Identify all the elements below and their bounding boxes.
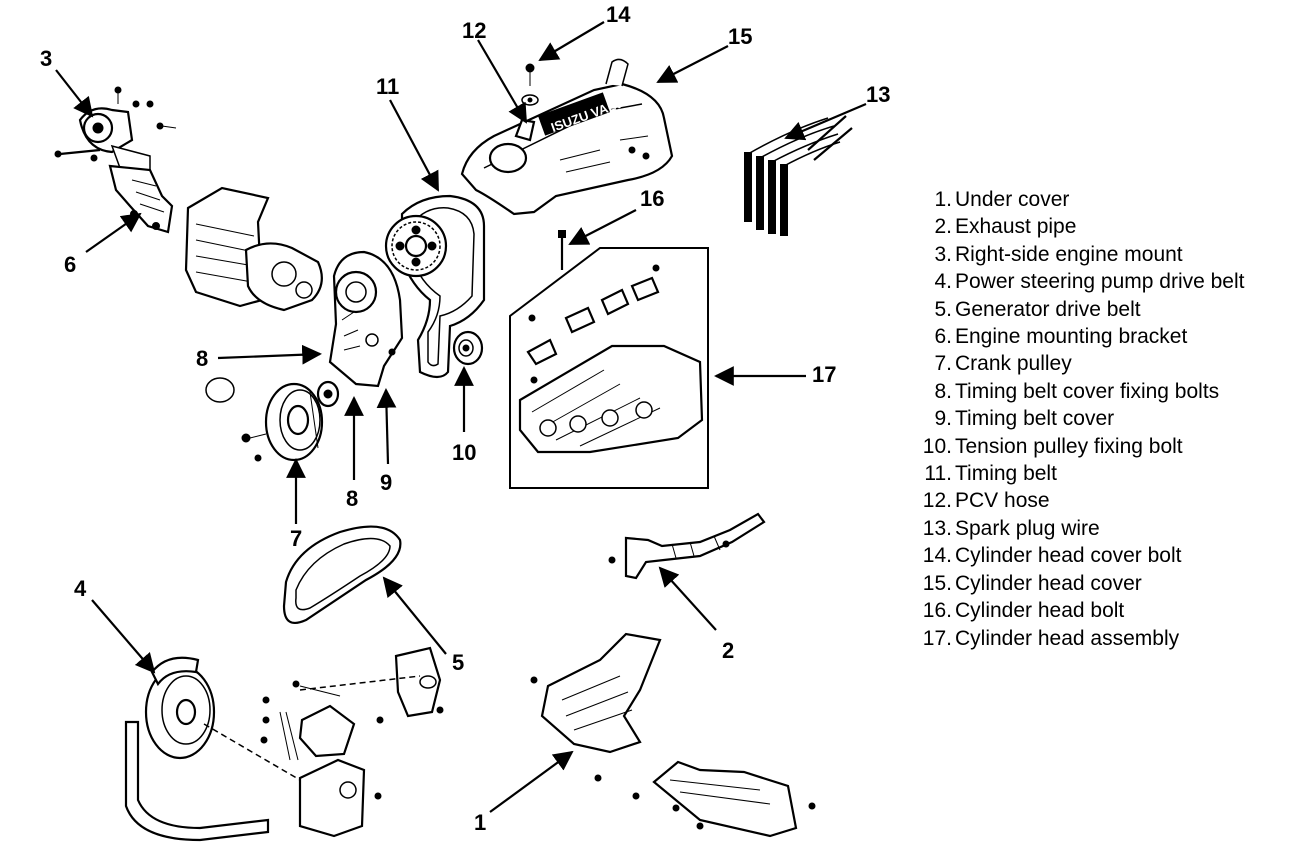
timing-belt-cover — [328, 250, 404, 388]
legend-number: 7. — [934, 352, 952, 376]
callout-8-bottom: 8 — [346, 486, 358, 511]
legend-number: 16. — [922, 599, 952, 623]
cylinder-head-bolt — [558, 230, 566, 270]
legend-number: 9. — [934, 407, 952, 431]
legend-item: 10.Tension pulley fixing bolt — [912, 433, 1292, 460]
legend-item: 17.Cylinder head assembly — [912, 625, 1292, 652]
tension-pulley — [452, 330, 484, 366]
under-cover — [530, 632, 816, 838]
cylinder-head-cover-bolt — [521, 63, 539, 106]
engine-block — [184, 186, 323, 312]
crank-pulley — [205, 377, 340, 462]
callout-1: 1 — [474, 810, 486, 835]
legend-text: Exhaust pipe — [955, 215, 1077, 239]
legend-item: 2.Exhaust pipe — [912, 213, 1292, 240]
legend-number: 8. — [934, 379, 952, 403]
legend-text: Under cover — [955, 188, 1070, 211]
legend-text: Cylinder head assembly — [955, 626, 1180, 650]
engine-mounting-bracket — [108, 164, 174, 234]
legend-number: 17. — [922, 626, 952, 650]
legend-text: Timing belt — [955, 462, 1057, 486]
pcv-hose — [514, 118, 536, 142]
legend-item: 12.PCV hose — [912, 487, 1292, 514]
legend-text: Crank pulley — [955, 352, 1072, 376]
legend-text: Right-side engine mount — [955, 242, 1183, 266]
legend-text: Tension pulley fixing bolt — [955, 434, 1183, 458]
legend-text: Power steering pump drive belt — [955, 270, 1245, 294]
callout-4: 4 — [74, 576, 87, 601]
legend-text: Generator drive belt — [955, 297, 1141, 321]
legend-text: Cylinder head bolt — [955, 599, 1125, 623]
exhaust-pipe — [608, 512, 766, 580]
cylinder-head-assembly — [509, 247, 709, 489]
legend-item: 8.Timing belt cover fixing bolts — [912, 378, 1292, 405]
power-steering-pump — [124, 646, 444, 842]
callout-10: 10 — [452, 440, 476, 465]
legend-number: 10. — [922, 434, 952, 458]
legend-number: 13. — [922, 516, 952, 540]
legend-number: 6. — [934, 325, 952, 349]
legend-item: 11.Timing belt — [912, 460, 1292, 487]
callout-6: 6 — [64, 252, 76, 277]
legend-text: PCV hose — [955, 489, 1050, 513]
legend-text: Engine mounting bracket — [955, 325, 1188, 349]
legend-item: 1.Under cover — [912, 186, 1292, 213]
cylinder-head-cover: ISUZU VALVE — [460, 58, 674, 216]
right-side-engine-mount — [54, 86, 177, 171]
callout-3: 3 — [40, 46, 52, 71]
legend-item: 16.Cylinder head bolt — [912, 597, 1292, 624]
legend-number: 15. — [922, 571, 952, 595]
callout-9: 9 — [380, 470, 392, 495]
legend-item: 15.Cylinder head cover — [912, 570, 1292, 597]
legend-number: 5. — [934, 297, 952, 321]
legend-text: Spark plug wire — [955, 516, 1100, 540]
callout-7: 7 — [290, 526, 302, 551]
legend-text: Cylinder head cover — [955, 571, 1142, 595]
legend-number: 4. — [934, 270, 952, 294]
legend-text: Timing belt cover — [955, 407, 1115, 431]
legend-number: 2. — [934, 215, 952, 239]
callout-2: 2 — [722, 638, 734, 663]
legend-item: 4.Power steering pump drive belt — [912, 268, 1292, 295]
callout-labels: 3 6 11 12 14 15 13 16 17 8 8 9 10 7 5 4 … — [40, 2, 890, 835]
legend-number: 12. — [922, 489, 952, 513]
legend-number: 14. — [922, 544, 952, 568]
callout-13: 13 — [866, 82, 890, 107]
legend-text: Timing belt cover fixing bolts — [955, 379, 1220, 403]
callout-17: 17 — [812, 362, 836, 387]
legend-item: 5.Generator drive belt — [912, 296, 1292, 323]
callout-14: 14 — [606, 2, 631, 27]
callout-8-top: 8 — [196, 346, 208, 371]
callout-16: 16 — [640, 186, 664, 211]
legend-item: 13.Spark plug wire — [912, 515, 1292, 542]
legend-item: 9.Timing belt cover — [912, 405, 1292, 432]
legend-item: 3.Right-side engine mount — [912, 241, 1292, 268]
callout-12: 12 — [462, 18, 486, 43]
callout-5: 5 — [452, 650, 464, 675]
callout-15: 15 — [728, 24, 752, 49]
leader-arrows — [55, 21, 867, 813]
legend-item: 6.Engine mounting bracket — [912, 323, 1292, 350]
legend-item: 14.Cylinder head cover bolt — [912, 542, 1292, 569]
legend-number: 11. — [924, 462, 952, 486]
legend-number: 3. — [934, 242, 952, 266]
generator-drive-belt — [282, 525, 402, 624]
camshaft-gear — [384, 214, 448, 278]
legend-item: 7.Crank pulley — [912, 350, 1292, 377]
legend-number: 1. — [934, 188, 952, 211]
callout-11: 11 — [376, 74, 399, 99]
legend-text: Cylinder head cover bolt — [955, 544, 1182, 568]
